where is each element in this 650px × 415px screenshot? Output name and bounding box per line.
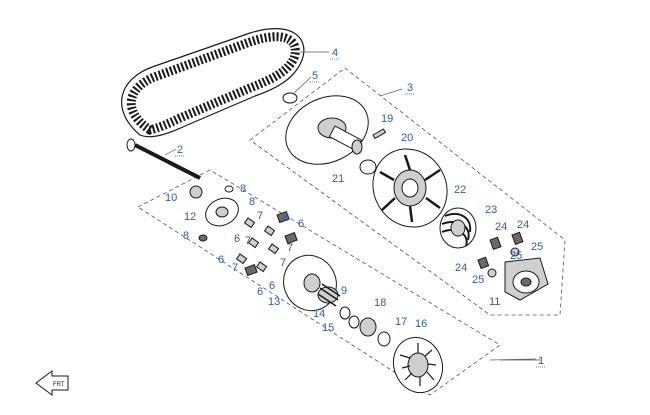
callout-7: 7 xyxy=(232,262,238,274)
washer-14 xyxy=(339,306,351,320)
secondary-fixed-sheave xyxy=(285,95,369,165)
callout-6: 6 xyxy=(269,280,275,292)
callout-7: 7 xyxy=(257,210,263,222)
callout-6: 6 xyxy=(218,254,224,266)
secondary-movable-sheave xyxy=(372,148,448,228)
bolt xyxy=(126,138,201,180)
callout-4: 4 xyxy=(332,47,338,59)
callout-25: 25 xyxy=(510,250,522,262)
spacer xyxy=(224,185,234,193)
callout-18: 18 xyxy=(374,297,386,309)
secondary-spring xyxy=(439,207,477,249)
callout-24: 24 xyxy=(517,219,529,231)
callout-17: 17 xyxy=(395,316,407,328)
callout-3: 3 xyxy=(407,82,413,94)
secondary-clutch-group-outline xyxy=(249,67,566,316)
callout-8: 8 xyxy=(183,230,189,242)
callout-25: 25 xyxy=(472,274,484,286)
washer-15 xyxy=(348,315,360,329)
callout-7: 7 xyxy=(287,242,293,254)
callout-1: 1 xyxy=(538,355,544,367)
callout-20: 20 xyxy=(401,132,413,144)
callout-5: 5 xyxy=(312,70,318,82)
drive-belt xyxy=(121,28,305,138)
callout-23: 23 xyxy=(485,204,497,216)
callout-9: 9 xyxy=(341,285,347,297)
leader-lines xyxy=(164,51,540,361)
callout-labels: 1 2 3 4 5 6 6 6 6 6 6 7 7 7 7 7 8 8 8 9 … xyxy=(165,47,546,368)
roller-weights xyxy=(235,210,298,277)
callout-11: 11 xyxy=(489,296,500,308)
callout-7: 7 xyxy=(245,235,251,247)
callout-6: 6 xyxy=(298,218,304,230)
callout-16: 16 xyxy=(415,318,427,330)
callout-7: 7 xyxy=(280,257,286,269)
callout-19: 19 xyxy=(381,113,393,125)
front-arrow-label: FRT xyxy=(53,382,65,388)
washer xyxy=(198,234,208,242)
snap-ring xyxy=(359,159,377,175)
callout-8: 8 xyxy=(249,196,255,208)
nut xyxy=(189,185,203,199)
bearing xyxy=(359,317,377,337)
spider xyxy=(205,197,239,227)
callout-6: 6 xyxy=(283,212,289,224)
callout-14: 14 xyxy=(313,308,325,320)
callout-2: 2 xyxy=(177,144,183,156)
primary-fixed-sheave xyxy=(392,336,444,394)
callout-25: 25 xyxy=(531,241,543,253)
bushing xyxy=(377,331,391,347)
callout-22: 22 xyxy=(454,184,466,196)
callout-6: 6 xyxy=(257,286,263,298)
cam-cover xyxy=(504,257,549,301)
callout-8: 8 xyxy=(240,183,246,195)
front-direction-arrow: FRT xyxy=(35,370,69,396)
callout-21: 21 xyxy=(332,173,344,185)
callout-6: 6 xyxy=(234,233,240,245)
callout-12: 12 xyxy=(184,211,196,223)
callout-13: 13 xyxy=(268,296,280,308)
primary-spring xyxy=(317,283,341,307)
callout-24: 24 xyxy=(455,262,467,274)
o-ring xyxy=(282,92,298,104)
key xyxy=(372,128,387,140)
callout-24: 24 xyxy=(495,221,507,233)
callout-10: 10 xyxy=(165,192,177,204)
slider-rollers xyxy=(477,231,524,278)
callout-15: 15 xyxy=(322,322,334,334)
